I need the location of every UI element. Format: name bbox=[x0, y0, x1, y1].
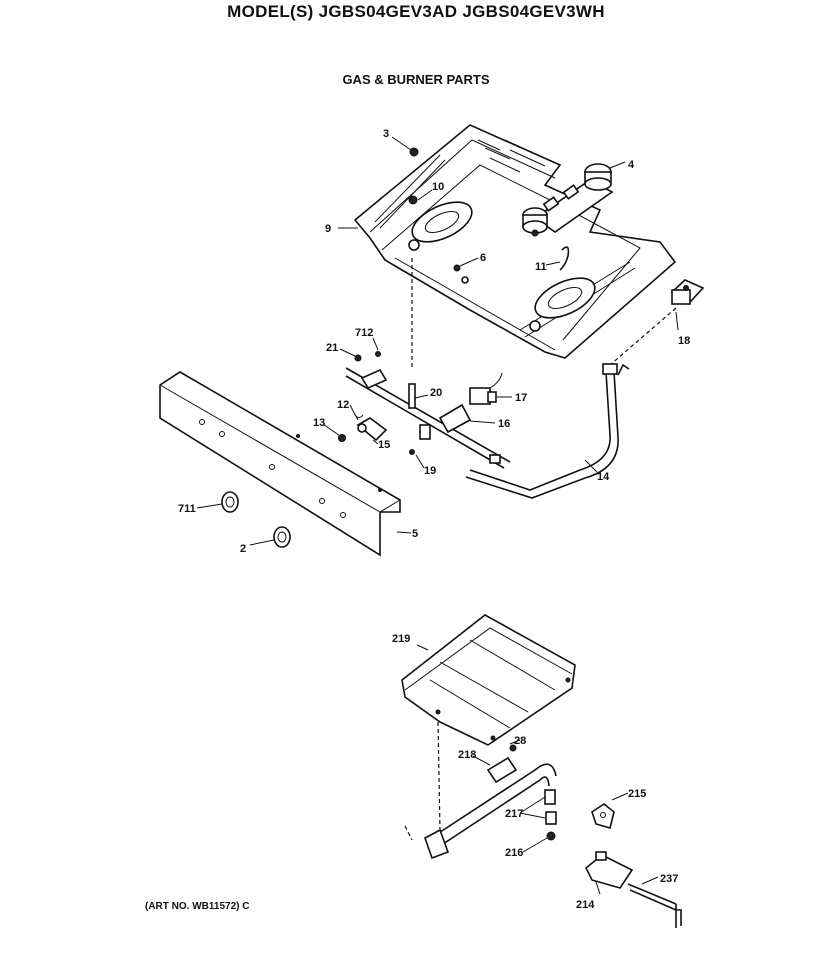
leader-lines bbox=[196, 136, 679, 895]
part-label-6: 6 bbox=[480, 252, 486, 264]
part-label-4: 4 bbox=[628, 159, 635, 171]
part-label-17: 17 bbox=[515, 392, 527, 404]
model-title: MODEL(S) JGBS04GEV3AD JGBS04GEV3WH bbox=[227, 2, 605, 21]
part-label-18: 18 bbox=[678, 335, 690, 347]
part-label-10: 10 bbox=[432, 181, 444, 193]
part-labels: 3 4 10 9 6 11 18 712 21 20 17 12 13 15 1… bbox=[178, 128, 690, 911]
part-label-16: 16 bbox=[498, 418, 510, 430]
part-label-28: 28 bbox=[514, 735, 526, 747]
gas-valve-and-tube bbox=[465, 279, 705, 499]
part-label-20: 20 bbox=[430, 387, 442, 399]
valve-assembly bbox=[522, 163, 614, 237]
part-label-214: 214 bbox=[576, 899, 595, 911]
frame-small-parts bbox=[408, 147, 570, 272]
part-label-219: 219 bbox=[392, 633, 410, 645]
part-label-11: 11 bbox=[535, 261, 547, 273]
part-label-12: 12 bbox=[337, 399, 349, 411]
part-label-217: 217 bbox=[505, 808, 523, 820]
part-label-15: 15 bbox=[378, 439, 390, 451]
oven-burner-tube bbox=[424, 744, 682, 928]
part-label-13: 13 bbox=[313, 417, 325, 429]
oven-burner-plate bbox=[401, 614, 576, 841]
part-label-215: 215 bbox=[628, 788, 646, 800]
part-label-218: 218 bbox=[458, 749, 476, 761]
art-number: (ART NO. WB11572) C bbox=[145, 901, 250, 912]
part-label-711: 711 bbox=[178, 503, 196, 515]
part-label-216: 216 bbox=[505, 847, 523, 859]
part-label-712: 712 bbox=[355, 327, 373, 339]
manifold-panel bbox=[159, 371, 401, 557]
part-label-14: 14 bbox=[597, 471, 610, 483]
part-label-5: 5 bbox=[412, 528, 418, 540]
manifold-pipe bbox=[338, 258, 511, 469]
part-label-9: 9 bbox=[325, 223, 331, 235]
part-label-19: 19 bbox=[424, 465, 436, 477]
part-label-3: 3 bbox=[383, 128, 389, 140]
part-label-2: 2 bbox=[240, 543, 246, 555]
part-label-21: 21 bbox=[326, 342, 338, 354]
burner-frame bbox=[353, 124, 677, 359]
section-title: GAS & BURNER PARTS bbox=[342, 72, 490, 87]
part-label-237: 237 bbox=[660, 873, 678, 885]
